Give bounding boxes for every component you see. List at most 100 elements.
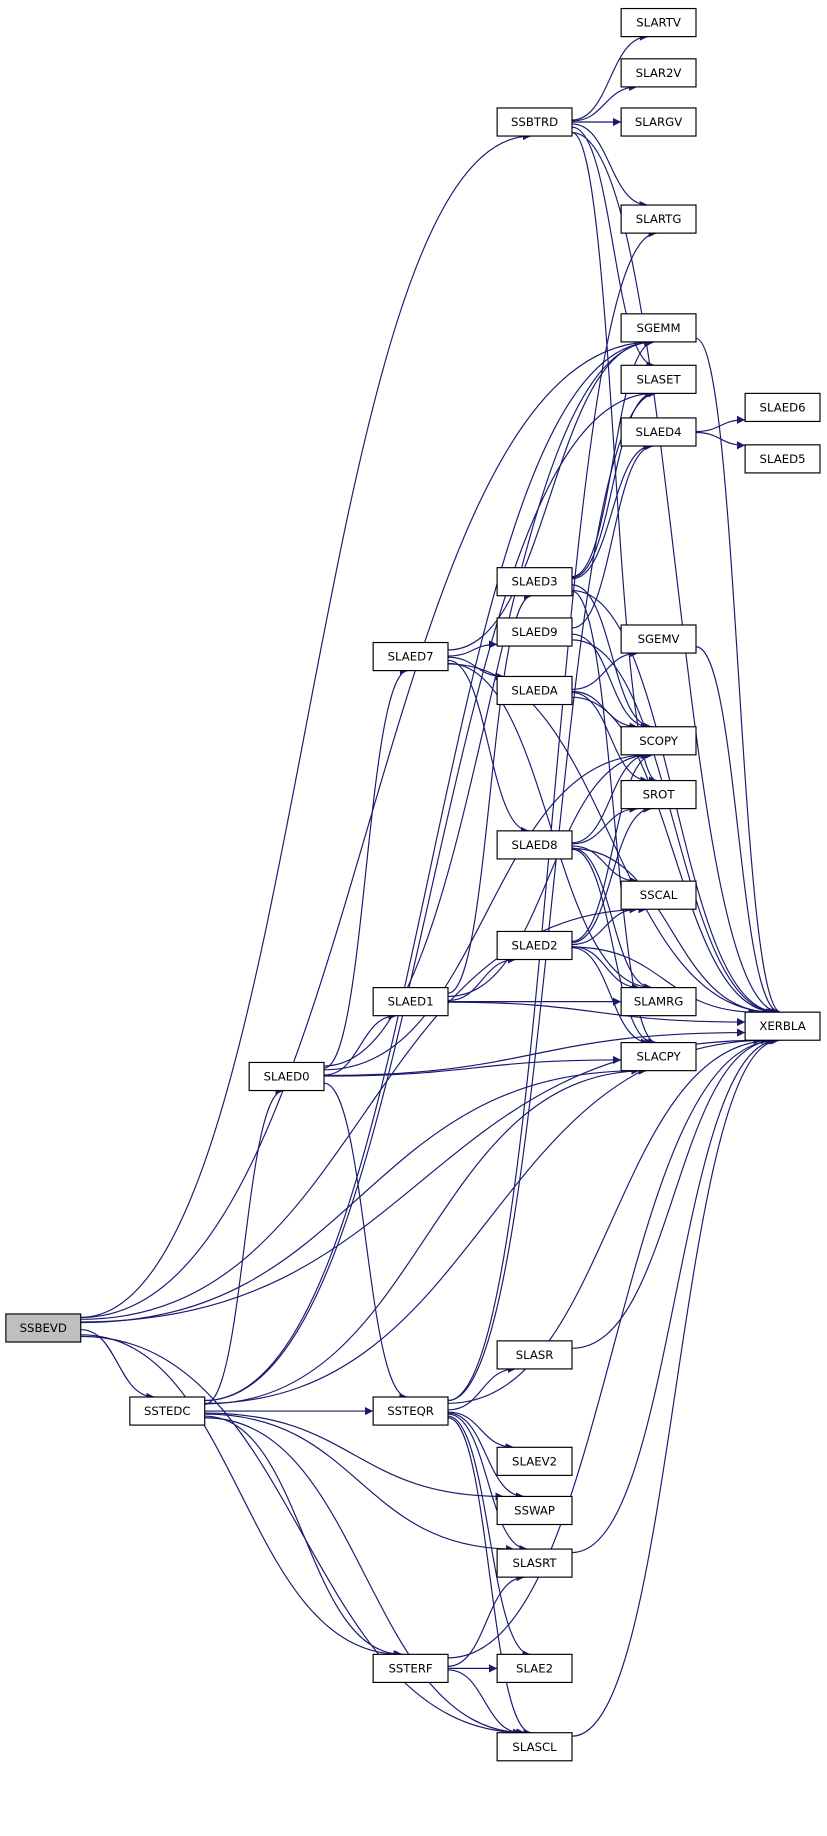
node-slamrg[interactable]: SLAMRG xyxy=(620,987,697,1017)
node-box[interactable] xyxy=(496,1548,573,1578)
edge-slaed9-to-slaed4 xyxy=(571,441,654,629)
node-box[interactable] xyxy=(496,617,573,647)
node-slar2v[interactable]: SLAR2V xyxy=(620,58,697,88)
node-box[interactable] xyxy=(496,1495,573,1526)
edge-slaed3-to-scopy xyxy=(571,584,653,731)
node-box[interactable] xyxy=(496,1653,573,1684)
node-label: SSTEQR xyxy=(387,1404,434,1418)
node-slargv[interactable]: SLARGV xyxy=(620,107,697,137)
node-label: SSBTRD xyxy=(511,115,558,129)
node-box[interactable] xyxy=(620,726,697,756)
node-label: SLASCL xyxy=(512,1740,557,1754)
node-slasrt[interactable]: SLASRT xyxy=(496,1548,573,1578)
node-slartv[interactable]: SLARTV xyxy=(620,7,697,38)
node-box[interactable] xyxy=(620,1041,697,1072)
edge-slaed3-to-sgemm xyxy=(571,337,655,578)
node-sswap[interactable]: SSWAP xyxy=(496,1495,573,1526)
edge-slaed1-to-xerbla xyxy=(448,1001,746,1027)
node-sgemv[interactable]: SGEMV xyxy=(620,624,697,654)
node-label: SSWAP xyxy=(514,1503,555,1517)
node-box[interactable] xyxy=(372,1396,449,1426)
node-slaed9[interactable]: SLAED9 xyxy=(496,617,573,647)
edge-sstedc-to-slaed0 xyxy=(204,1086,284,1405)
node-sgemm[interactable]: SGEMM xyxy=(620,313,697,343)
node-box[interactable] xyxy=(372,1653,449,1684)
edge-slaed2-to-slacpy xyxy=(571,947,650,1047)
node-label: XERBLA xyxy=(759,1019,805,1033)
node-box[interactable] xyxy=(496,107,573,137)
node-slaeda[interactable]: SLAEDA xyxy=(496,675,573,706)
node-box[interactable] xyxy=(744,1011,821,1041)
node-box[interactable] xyxy=(496,1732,573,1762)
node-box[interactable] xyxy=(496,675,573,706)
node-box[interactable] xyxy=(620,364,697,394)
node-box[interactable] xyxy=(129,1396,206,1426)
node-slaset[interactable]: SLASET xyxy=(620,364,697,394)
node-sscal[interactable]: SSCAL xyxy=(620,880,697,910)
node-sstedc[interactable]: SSTEDC xyxy=(129,1396,206,1426)
edge-slaed2-to-xerbla xyxy=(571,946,757,1017)
edge-ssteqr-to-sswap xyxy=(448,1412,525,1501)
node-slaed4[interactable]: SLAED4 xyxy=(620,417,697,447)
node-box[interactable] xyxy=(620,779,697,810)
node-scopy[interactable]: SCOPY xyxy=(620,726,697,756)
node-box[interactable] xyxy=(620,313,697,343)
edge-slaed8-to-scopy xyxy=(571,750,649,844)
node-label: SLAE2 xyxy=(516,1661,553,1675)
edge-ssteqr-to-xerbla xyxy=(448,1036,775,1404)
edge-slaed1-to-scopy xyxy=(448,750,651,998)
node-label: SGEMV xyxy=(638,632,680,646)
node-label: SLAED3 xyxy=(512,575,558,589)
node-ssterf[interactable]: SSTERF xyxy=(372,1653,449,1684)
node-slaed0[interactable]: SLAED0 xyxy=(248,1061,325,1092)
edge-ssteqr-to-slascl xyxy=(447,1417,532,1737)
edge-slaed2-to-srot xyxy=(571,804,652,944)
node-ssteqr[interactable]: SSTEQR xyxy=(372,1396,449,1426)
node-box[interactable] xyxy=(496,1446,573,1476)
node-slaed8[interactable]: SLAED8 xyxy=(496,830,573,860)
node-label: SSTEDC xyxy=(144,1404,191,1418)
edge-sgemv-to-xerbla xyxy=(695,646,780,1017)
node-slascl[interactable]: SLASCL xyxy=(496,1732,573,1762)
node-box[interactable] xyxy=(496,930,573,961)
node-box[interactable] xyxy=(372,987,449,1017)
node-box[interactable] xyxy=(496,567,573,597)
node-slasr[interactable]: SLASR xyxy=(496,1340,573,1370)
node-box[interactable] xyxy=(496,1340,573,1370)
node-box[interactable] xyxy=(744,444,821,474)
node-box[interactable] xyxy=(620,880,697,910)
node-box[interactable] xyxy=(744,392,821,423)
node-box[interactable] xyxy=(496,830,573,860)
node-slartg[interactable]: SLARTG xyxy=(620,204,697,234)
edge-slaeda-to-sgemv xyxy=(571,648,639,691)
node-slaed3[interactable]: SLAED3 xyxy=(496,567,573,597)
node-box[interactable] xyxy=(620,987,697,1017)
node-slacpy[interactable]: SLACPY xyxy=(620,1041,697,1072)
node-xerbla[interactable]: XERBLA xyxy=(744,1011,821,1041)
node-box[interactable] xyxy=(372,641,449,672)
node-box[interactable] xyxy=(620,107,697,137)
node-label: SLAR2V xyxy=(636,66,682,80)
edge-slaed0-to-slaed7 xyxy=(323,666,409,1069)
node-label: SLAED8 xyxy=(512,838,558,852)
edge-slasrt-to-xerbla xyxy=(571,1036,779,1554)
node-box[interactable] xyxy=(248,1061,325,1092)
node-slae2[interactable]: SLAE2 xyxy=(496,1653,573,1684)
edge-slaed0-to-slaed1 xyxy=(324,1011,397,1076)
node-box[interactable] xyxy=(5,1313,82,1343)
node-slaed6[interactable]: SLAED6 xyxy=(744,392,821,423)
node-slaed1[interactable]: SLAED1 xyxy=(372,987,449,1017)
node-slaed7[interactable]: SLAED7 xyxy=(372,641,449,672)
node-box[interactable] xyxy=(620,417,697,447)
edge-slascl-to-xerbla xyxy=(571,1036,780,1737)
node-box[interactable] xyxy=(620,7,697,38)
node-slaed2[interactable]: SLAED2 xyxy=(496,930,573,961)
node-box[interactable] xyxy=(620,204,697,234)
node-slaed5[interactable]: SLAED5 xyxy=(744,444,821,474)
node-ssbtrd[interactable]: SSBTRD xyxy=(496,107,573,137)
node-box[interactable] xyxy=(620,58,697,88)
node-slaev2[interactable]: SLAEV2 xyxy=(496,1446,573,1476)
node-ssbevd[interactable]: SSBEVD xyxy=(5,1313,82,1343)
node-srot[interactable]: SROT xyxy=(620,779,697,810)
node-box[interactable] xyxy=(620,624,697,654)
